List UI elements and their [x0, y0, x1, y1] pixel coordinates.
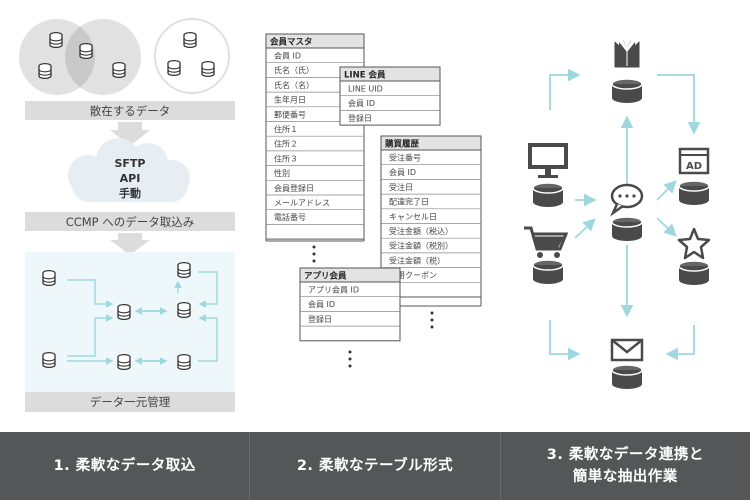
table-field: キャンセル日 [389, 212, 437, 221]
database-icon [201, 60, 215, 78]
scattered-label-band [25, 101, 235, 120]
shirt-icon [613, 39, 641, 69]
table-field: 会員 ID [308, 299, 335, 309]
method-manual: 手動 [119, 186, 141, 200]
panel-scattered-data [19, 18, 230, 95]
footer-item-flexible-tables: 2. 柔軟なテーブル形式 [250, 432, 501, 500]
table-field: 登録日 [308, 314, 332, 324]
footer-bar: 1. 柔軟なデータ取込 2. 柔軟なテーブル形式 3. 柔軟なデータ連携と 簡単… [0, 432, 750, 500]
table-field: 氏名（名） [274, 80, 314, 90]
database-icon [611, 364, 643, 390]
table-line-member: LINE 会員 LINE UID 会員 ID 登録日 [339, 66, 441, 126]
cloud-shape [68, 138, 190, 202]
table-title: アプリ会員 [304, 271, 347, 282]
database-icon [117, 303, 131, 321]
down-arrow [110, 233, 150, 255]
table-field: 住所２ [274, 139, 298, 149]
table-field: 生年月日 [274, 95, 306, 105]
managed-data-area [25, 252, 235, 392]
venn-right-circle [154, 18, 230, 94]
table-field: LINE UID [348, 85, 383, 94]
table-field: 受注日 [389, 182, 413, 192]
database-icon [678, 180, 710, 206]
database-icon [177, 353, 191, 371]
ingest-label-band [25, 212, 235, 231]
table-field: 配達完了日 [389, 197, 429, 207]
table-title: 購買履歴 [384, 139, 420, 150]
down-arrow [110, 122, 150, 146]
table-field: 郵便番号 [274, 109, 306, 119]
table-field: アプリ会員 ID [308, 285, 359, 295]
table-field: 受注番号 [389, 153, 421, 163]
database-icon [532, 182, 564, 208]
table-title: LINE 会員 [344, 70, 386, 81]
database-icon [117, 353, 131, 371]
database-icon [611, 78, 643, 104]
managed-data-links [67, 271, 218, 365]
database-icon [177, 261, 191, 279]
table-field: 使用クーポン [389, 270, 437, 280]
ad-icon: AD [678, 147, 710, 175]
footer-item-flexible-ingest: 1. 柔軟なデータ取込 [0, 432, 251, 500]
table-field: 受注金額（税込） [389, 226, 453, 236]
database-icon [177, 301, 191, 319]
table-field: 受注金額（税） [389, 255, 445, 265]
monitor-icon [528, 143, 568, 178]
table-field: 電話番号 [274, 212, 306, 222]
ad-text: AD [686, 161, 702, 172]
database-icon [167, 59, 181, 77]
scattered-label: 散在するデータ [90, 104, 171, 118]
manage-label-band [25, 392, 235, 412]
star-icon [677, 227, 711, 260]
database-icon [183, 31, 197, 49]
footer-item-flexible-integration: 3. 柔軟なデータ連携と 簡単な抽出作業 [546, 447, 704, 485]
table-field: 氏名（氏） [274, 65, 314, 75]
table-title: 会員マスタ [269, 37, 313, 48]
table-field: 会員 ID [389, 167, 416, 177]
cart-icon [524, 226, 569, 258]
table-field: 住所１ [274, 124, 298, 134]
table-field: 住所３ [274, 153, 298, 163]
database-icon [49, 31, 63, 49]
table-field: 登録日 [348, 113, 372, 123]
manage-label: データ一元管理 [90, 395, 171, 409]
mail-icon [610, 338, 644, 362]
table-field: 会員 ID [348, 98, 375, 108]
database-icon [79, 42, 93, 60]
table-field: 会員 ID [274, 51, 301, 61]
database-icon [532, 259, 564, 285]
database-icon [112, 61, 126, 79]
chat-icon [610, 183, 644, 217]
table-field: 性別 [274, 168, 290, 178]
database-icon [611, 216, 643, 242]
table-field: 会員登録日 [274, 183, 314, 193]
database-icon [38, 62, 52, 80]
continuation-dots [312, 245, 434, 368]
database-icon [42, 351, 56, 369]
ingest-label: CCMP へのデータ取込み [66, 215, 195, 229]
table-field: 受注金額（税別） [389, 241, 453, 251]
database-icon [42, 269, 56, 287]
method-api: API [120, 172, 141, 185]
flow-arrows [549, 68, 701, 361]
database-icon [678, 260, 710, 286]
table-field: メールアドレス [274, 199, 330, 208]
method-sftp: SFTP [114, 157, 145, 170]
